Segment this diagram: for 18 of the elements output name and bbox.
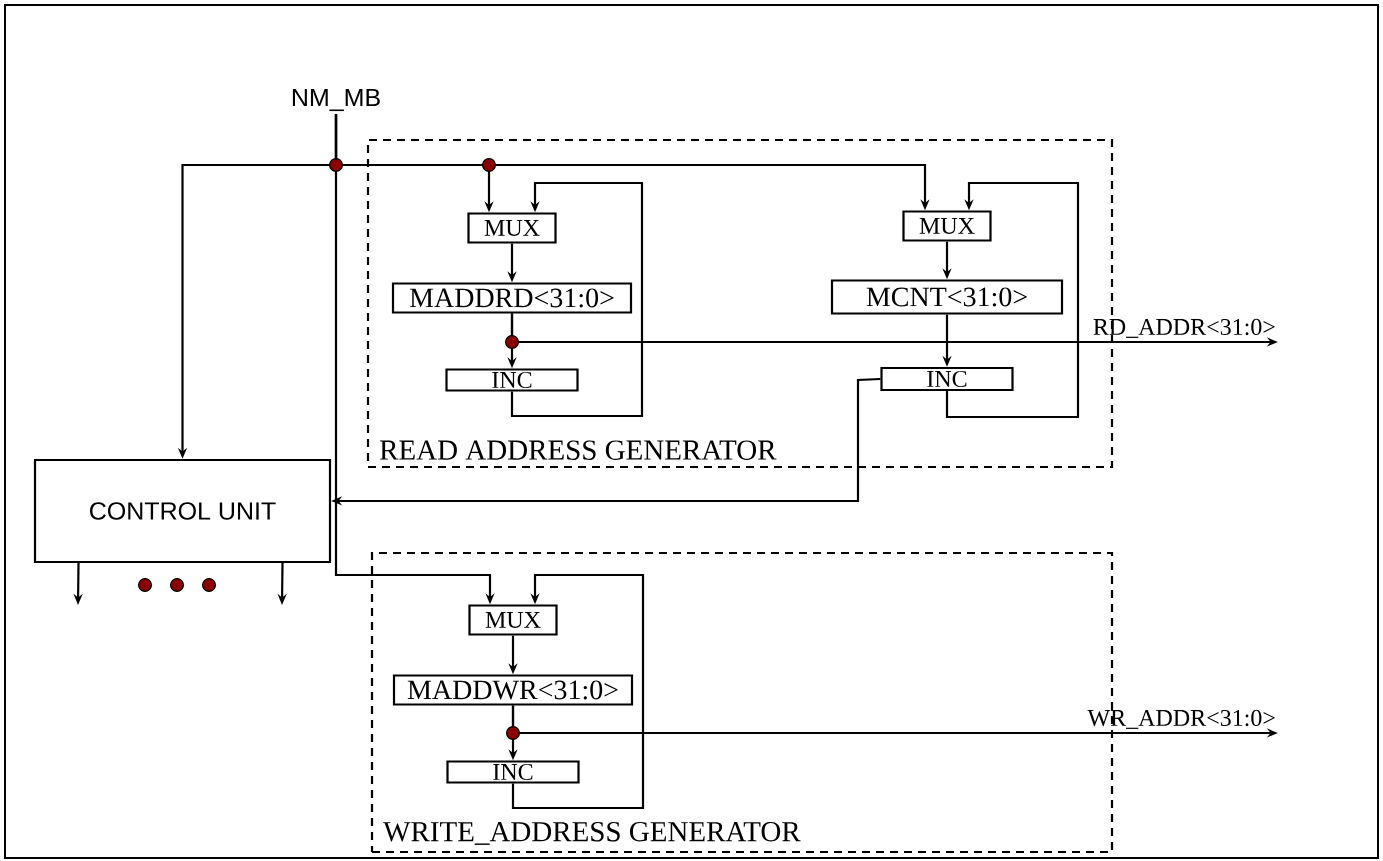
group-label: READ ADDRESS GENERATOR bbox=[379, 440, 777, 460]
signal-label: NM_MB bbox=[292, 88, 380, 112]
mux-box: MUX bbox=[468, 604, 558, 636]
arrow bbox=[511, 573, 645, 810]
incrementer-box: INC bbox=[446, 760, 580, 784]
signal-label: RD_ADDR<31:0> bbox=[1093, 318, 1275, 338]
control-unit-box: CONTROL UNIT bbox=[33, 458, 332, 564]
arrow bbox=[945, 181, 1080, 419]
incrementer-box: INC bbox=[880, 366, 1014, 392]
register-box: MCNT<31:0> bbox=[830, 279, 1064, 315]
arrow bbox=[510, 181, 644, 418]
group-label: WRITE_ADDRESS GENERATOR bbox=[383, 821, 801, 845]
mux-box: MUX bbox=[902, 210, 992, 242]
register-box: MADDRD<31:0> bbox=[391, 282, 633, 314]
incrementer-box: INC bbox=[445, 368, 579, 392]
register-box: MADDWR<31:0> bbox=[392, 674, 634, 706]
mux-box: MUX bbox=[467, 212, 557, 244]
signal-label: WR_ADDR<31:0> bbox=[1087, 709, 1275, 729]
